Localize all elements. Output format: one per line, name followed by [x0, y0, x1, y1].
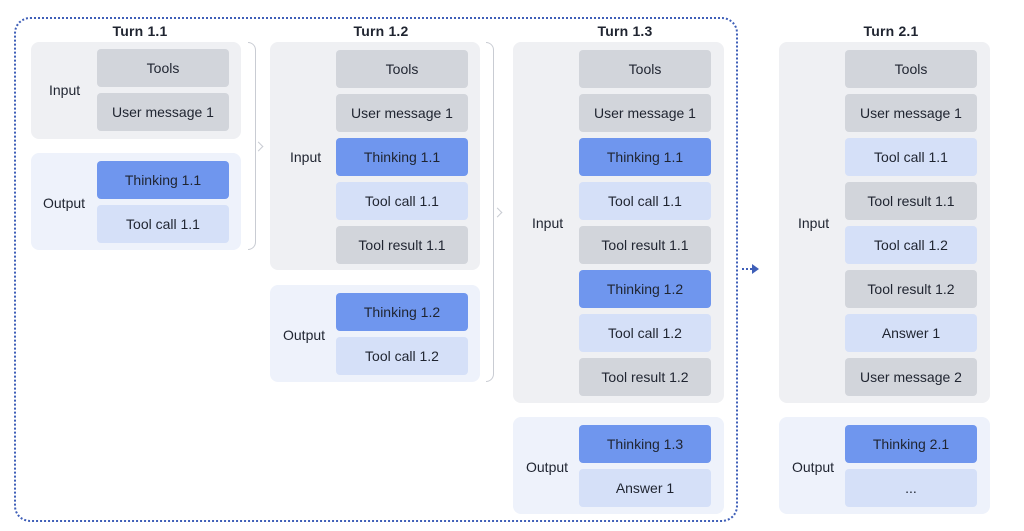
turn-2-1-input-panel: Input Tools User message 1 Tool call 1.1…	[779, 42, 990, 403]
output-label: Output	[526, 459, 569, 475]
block-user-message-2: User message 2	[845, 358, 977, 396]
turn-1-3-input-panel: Input Tools User message 1 Thinking 1.1 …	[513, 42, 724, 403]
turn-title-1-1: Turn 1.1	[112, 23, 168, 39]
block-tool-result-1-2: Tool result 1.2	[845, 270, 977, 308]
block-tool-result-1-1: Tool result 1.1	[336, 226, 468, 264]
output-label: Output	[283, 327, 326, 343]
arrow-right-icon	[742, 264, 759, 274]
turn-title-1-3: Turn 1.3	[597, 23, 653, 39]
block-user-message-1: User message 1	[336, 94, 468, 132]
block-answer-1: Answer 1	[845, 314, 977, 352]
block-tool-call-1-1: Tool call 1.1	[97, 205, 229, 243]
block-thinking-1-1: Thinking 1.1	[336, 138, 468, 176]
output-label: Output	[792, 459, 835, 475]
block-user-message-1: User message 1	[579, 94, 711, 132]
block-tool-call-1-1: Tool call 1.1	[336, 182, 468, 220]
block-thinking-1-2: Thinking 1.2	[336, 293, 468, 331]
block-tool-call-1-1: Tool call 1.1	[579, 182, 711, 220]
turn-1-3-output-panel: Output Thinking 1.3 Answer 1	[513, 417, 724, 514]
turn-1-group-frame	[14, 17, 738, 522]
turn-1-1-output-panel: Output Thinking 1.1 Tool call 1.1	[31, 153, 241, 250]
block-tool-call-1-1: Tool call 1.1	[845, 138, 977, 176]
block-user-message-1: User message 1	[845, 94, 977, 132]
block-tool-call-1-2: Tool call 1.2	[336, 337, 468, 375]
input-label: Input	[532, 215, 564, 231]
turn-1-1-input-panel: Input Tools User message 1	[31, 42, 241, 139]
input-label: Input	[798, 215, 830, 231]
block-tool-result-1-2: Tool result 1.2	[579, 358, 711, 396]
block-ellipsis: ...	[845, 469, 977, 507]
block-tool-result-1-1: Tool result 1.1	[845, 182, 977, 220]
block-thinking-1-1: Thinking 1.1	[97, 161, 229, 199]
output-label: Output	[43, 195, 86, 211]
turn-title-2-1: Turn 2.1	[863, 23, 919, 39]
block-thinking-1-2: Thinking 1.2	[579, 270, 711, 308]
input-label: Input	[290, 149, 322, 165]
block-tool-call-1-2: Tool call 1.2	[845, 226, 977, 264]
block-tools: Tools	[97, 49, 229, 87]
block-tools: Tools	[579, 50, 711, 88]
block-tool-call-1-2: Tool call 1.2	[579, 314, 711, 352]
block-tool-result-1-1: Tool result 1.1	[579, 226, 711, 264]
block-thinking-1-3: Thinking 1.3	[579, 425, 711, 463]
turn-2-1-output-panel: Output Thinking 2.1 ...	[779, 417, 990, 514]
block-tools: Tools	[845, 50, 977, 88]
block-thinking-1-1: Thinking 1.1	[579, 138, 711, 176]
block-tools: Tools	[336, 50, 468, 88]
block-answer-1: Answer 1	[579, 469, 711, 507]
turn-1-2-input-panel: Input Tools User message 1 Thinking 1.1 …	[270, 42, 480, 270]
turn-1-2-output-panel: Output Thinking 1.2 Tool call 1.2	[270, 285, 480, 382]
input-label: Input	[49, 82, 81, 98]
block-user-message-1: User message 1	[97, 93, 229, 131]
turn-title-1-2: Turn 1.2	[353, 23, 409, 39]
block-thinking-2-1: Thinking 2.1	[845, 425, 977, 463]
